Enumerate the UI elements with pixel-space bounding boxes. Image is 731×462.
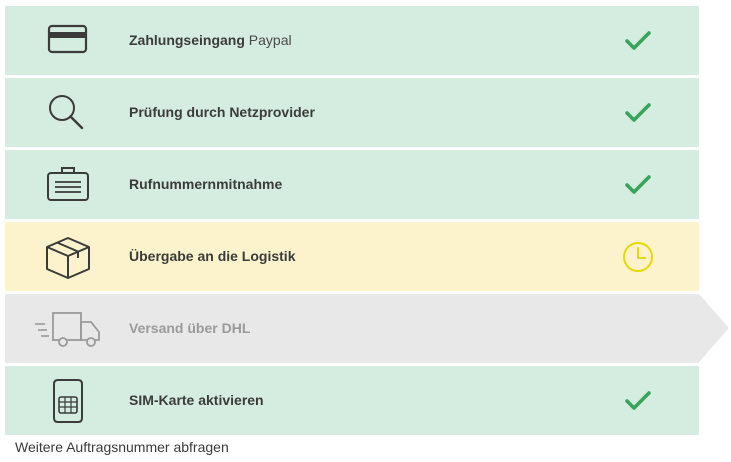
- step-title: Versand über DHL: [129, 320, 251, 336]
- step-title: Rufnummernmitnahme: [129, 176, 283, 192]
- step-payment-received: Zahlungseingang Paypal: [5, 6, 699, 75]
- step-label: Zahlungseingang Paypal: [129, 6, 292, 75]
- query-other-order-link[interactable]: Weitere Auftragsnummer abfragen: [15, 439, 229, 455]
- clock-icon: [621, 240, 655, 274]
- delivery-truck-icon: [33, 306, 103, 352]
- step-label: SIM-Karte aktivieren: [129, 366, 264, 435]
- step-logistics-handover: Übergabe an die Logistik: [5, 222, 699, 291]
- checkmark-icon: [621, 24, 655, 58]
- step-title: Zahlungseingang: [129, 32, 245, 48]
- step-title: Prüfung durch Netzprovider: [129, 104, 315, 120]
- checkmark-icon: [621, 96, 655, 130]
- briefcase-icon: [41, 162, 95, 208]
- step-label: Prüfung durch Netzprovider: [129, 78, 315, 147]
- credit-card-icon: [41, 18, 95, 64]
- step-title: Übergabe an die Logistik: [129, 248, 296, 264]
- step-label: Übergabe an die Logistik: [129, 222, 295, 291]
- step-subtitle: Paypal: [248, 32, 292, 48]
- checkmark-icon: [621, 168, 655, 202]
- step-number-porting: Rufnummernmitnahme: [5, 150, 699, 219]
- package-box-icon: [41, 234, 95, 280]
- step-label: Versand über DHL: [129, 294, 250, 363]
- step-title: SIM-Karte aktivieren: [129, 392, 264, 408]
- sim-card-icon: [41, 376, 95, 426]
- magnifier-icon: [41, 90, 95, 136]
- step-sim-activation: SIM-Karte aktivieren: [5, 366, 699, 435]
- checkmark-icon: [621, 384, 655, 418]
- step-arrow-tip: [699, 294, 729, 362]
- step-dhl-shipping: Versand über DHL: [5, 294, 699, 363]
- step-label: Rufnummernmitnahme: [129, 150, 282, 219]
- step-provider-check: Prüfung durch Netzprovider: [5, 78, 699, 147]
